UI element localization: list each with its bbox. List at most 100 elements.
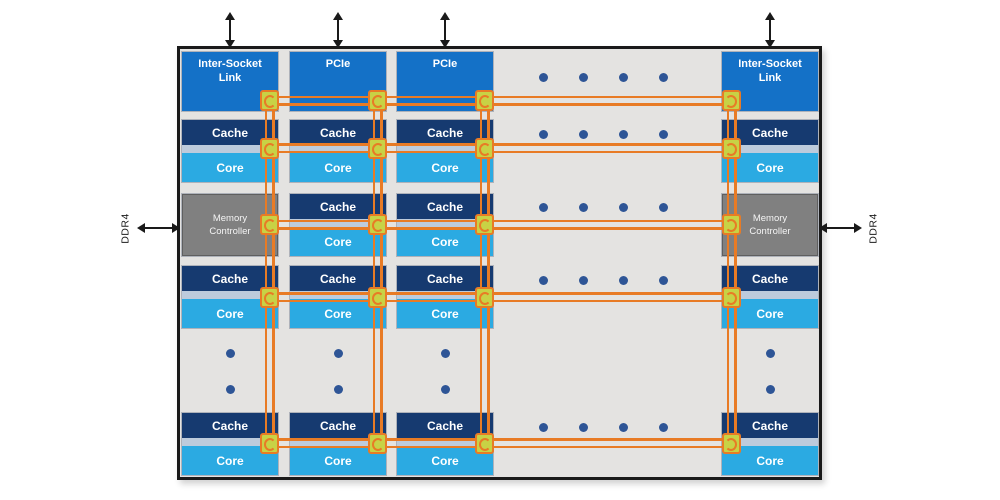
cache-block: Cache bbox=[722, 413, 818, 438]
arrow-shaft bbox=[824, 227, 857, 229]
ellipsis-dot bbox=[538, 422, 548, 432]
mesh-router bbox=[367, 90, 387, 111]
tile-divider bbox=[290, 145, 386, 153]
cache-label: Cache bbox=[751, 125, 789, 140]
memory-controller-label: Memory Controller bbox=[749, 212, 791, 237]
tile-label: PCIe bbox=[432, 58, 458, 70]
mesh-router bbox=[721, 432, 741, 454]
ellipsis-dot bbox=[538, 275, 548, 285]
core-label: Core bbox=[216, 306, 244, 321]
arrow-head-down-icon bbox=[765, 40, 775, 48]
io-bidir-arrow-icon bbox=[223, 12, 237, 48]
tile-divider bbox=[397, 219, 493, 227]
tile-divider bbox=[290, 219, 386, 227]
tile-divider bbox=[182, 291, 278, 299]
tile-label: Inter-Socket Link bbox=[738, 58, 802, 84]
mesh-vline bbox=[272, 92, 275, 449]
io-bidir-arrow-icon bbox=[763, 12, 777, 48]
mesh-router bbox=[259, 90, 279, 111]
arrow-shaft bbox=[337, 17, 339, 43]
mesh-vline bbox=[380, 92, 383, 449]
mesh-hline bbox=[261, 445, 739, 448]
mesh-router bbox=[259, 432, 279, 454]
ellipsis-dot bbox=[578, 72, 588, 82]
router-turn-icon bbox=[724, 95, 737, 108]
core-label: Core bbox=[431, 453, 459, 468]
mesh-hline bbox=[261, 103, 739, 106]
mesh-router bbox=[474, 90, 494, 111]
core-label: Core bbox=[431, 160, 459, 175]
arrow-head-up-icon bbox=[333, 12, 343, 20]
ellipsis-dot bbox=[538, 202, 548, 212]
mesh-hline bbox=[261, 143, 739, 146]
ellipsis-dot bbox=[658, 422, 668, 432]
cache-label: Cache bbox=[751, 271, 789, 286]
ellipsis-dot bbox=[658, 129, 668, 139]
mesh-hline bbox=[261, 227, 739, 230]
router-turn-icon bbox=[478, 142, 491, 156]
core-label: Core bbox=[756, 160, 784, 175]
mesh-hline bbox=[261, 438, 739, 441]
inter-socket-link-tile: Inter-Socket Link bbox=[182, 52, 278, 111]
mesh-hline bbox=[261, 219, 739, 222]
memory-controller-label: Memory Controller bbox=[209, 212, 251, 237]
mesh-router bbox=[474, 286, 494, 308]
arrow-head-down-icon bbox=[333, 40, 343, 48]
mesh-hline bbox=[261, 292, 739, 295]
tile-label: Inter-Socket Link bbox=[198, 58, 262, 84]
core-label: Core bbox=[431, 234, 459, 249]
ellipsis-dot bbox=[578, 129, 588, 139]
router-turn-icon bbox=[371, 437, 384, 451]
mesh-vline bbox=[372, 92, 375, 449]
core-label: Core bbox=[324, 306, 352, 321]
core-label: Core bbox=[216, 160, 244, 175]
arrow-head-up-icon bbox=[765, 12, 775, 20]
mesh-hline bbox=[261, 150, 739, 153]
ellipsis-dot bbox=[225, 384, 235, 394]
router-turn-icon bbox=[263, 142, 276, 156]
router-turn-icon bbox=[371, 142, 384, 156]
mesh-router bbox=[474, 137, 494, 159]
mesh-router bbox=[259, 286, 279, 308]
cache-label: Cache bbox=[426, 418, 464, 433]
ellipsis-dot bbox=[618, 422, 628, 432]
router-turn-icon bbox=[263, 437, 276, 451]
tile-divider bbox=[722, 291, 818, 299]
core-label: Core bbox=[216, 453, 244, 468]
cache-label: Cache bbox=[211, 125, 249, 140]
router-turn-icon bbox=[724, 142, 737, 156]
mesh-router bbox=[721, 286, 741, 308]
arrow-shaft bbox=[229, 17, 231, 43]
io-bidir-arrow-icon bbox=[331, 12, 345, 48]
arrow-head-left-icon bbox=[819, 223, 827, 233]
tile-divider bbox=[722, 438, 818, 446]
mesh-router bbox=[259, 214, 279, 235]
arrow-head-up-icon bbox=[225, 12, 235, 20]
tile-divider bbox=[182, 438, 278, 446]
core-label: Core bbox=[431, 306, 459, 321]
router-turn-icon bbox=[478, 219, 491, 232]
cache-label: Cache bbox=[211, 418, 249, 433]
router-turn-icon bbox=[724, 437, 737, 451]
core-label: Core bbox=[324, 453, 352, 468]
core-label: Core bbox=[756, 453, 784, 468]
router-turn-icon bbox=[371, 219, 384, 232]
cache-label: Cache bbox=[319, 418, 357, 433]
cache-label: Cache bbox=[211, 271, 249, 286]
mesh-router bbox=[474, 432, 494, 454]
tile-divider bbox=[397, 145, 493, 153]
mesh-router bbox=[367, 137, 387, 159]
cache-label: Cache bbox=[319, 125, 357, 140]
arrow-head-right-icon bbox=[172, 223, 180, 233]
cache-label: Cache bbox=[751, 418, 789, 433]
ddr4-bidir-arrow-icon bbox=[137, 221, 180, 235]
ddr4-label-right: DDR4 bbox=[867, 212, 880, 244]
ellipsis-dot bbox=[618, 129, 628, 139]
core-label: Core bbox=[324, 160, 352, 175]
cache-label: Cache bbox=[426, 199, 464, 214]
ellipsis-dot bbox=[618, 275, 628, 285]
